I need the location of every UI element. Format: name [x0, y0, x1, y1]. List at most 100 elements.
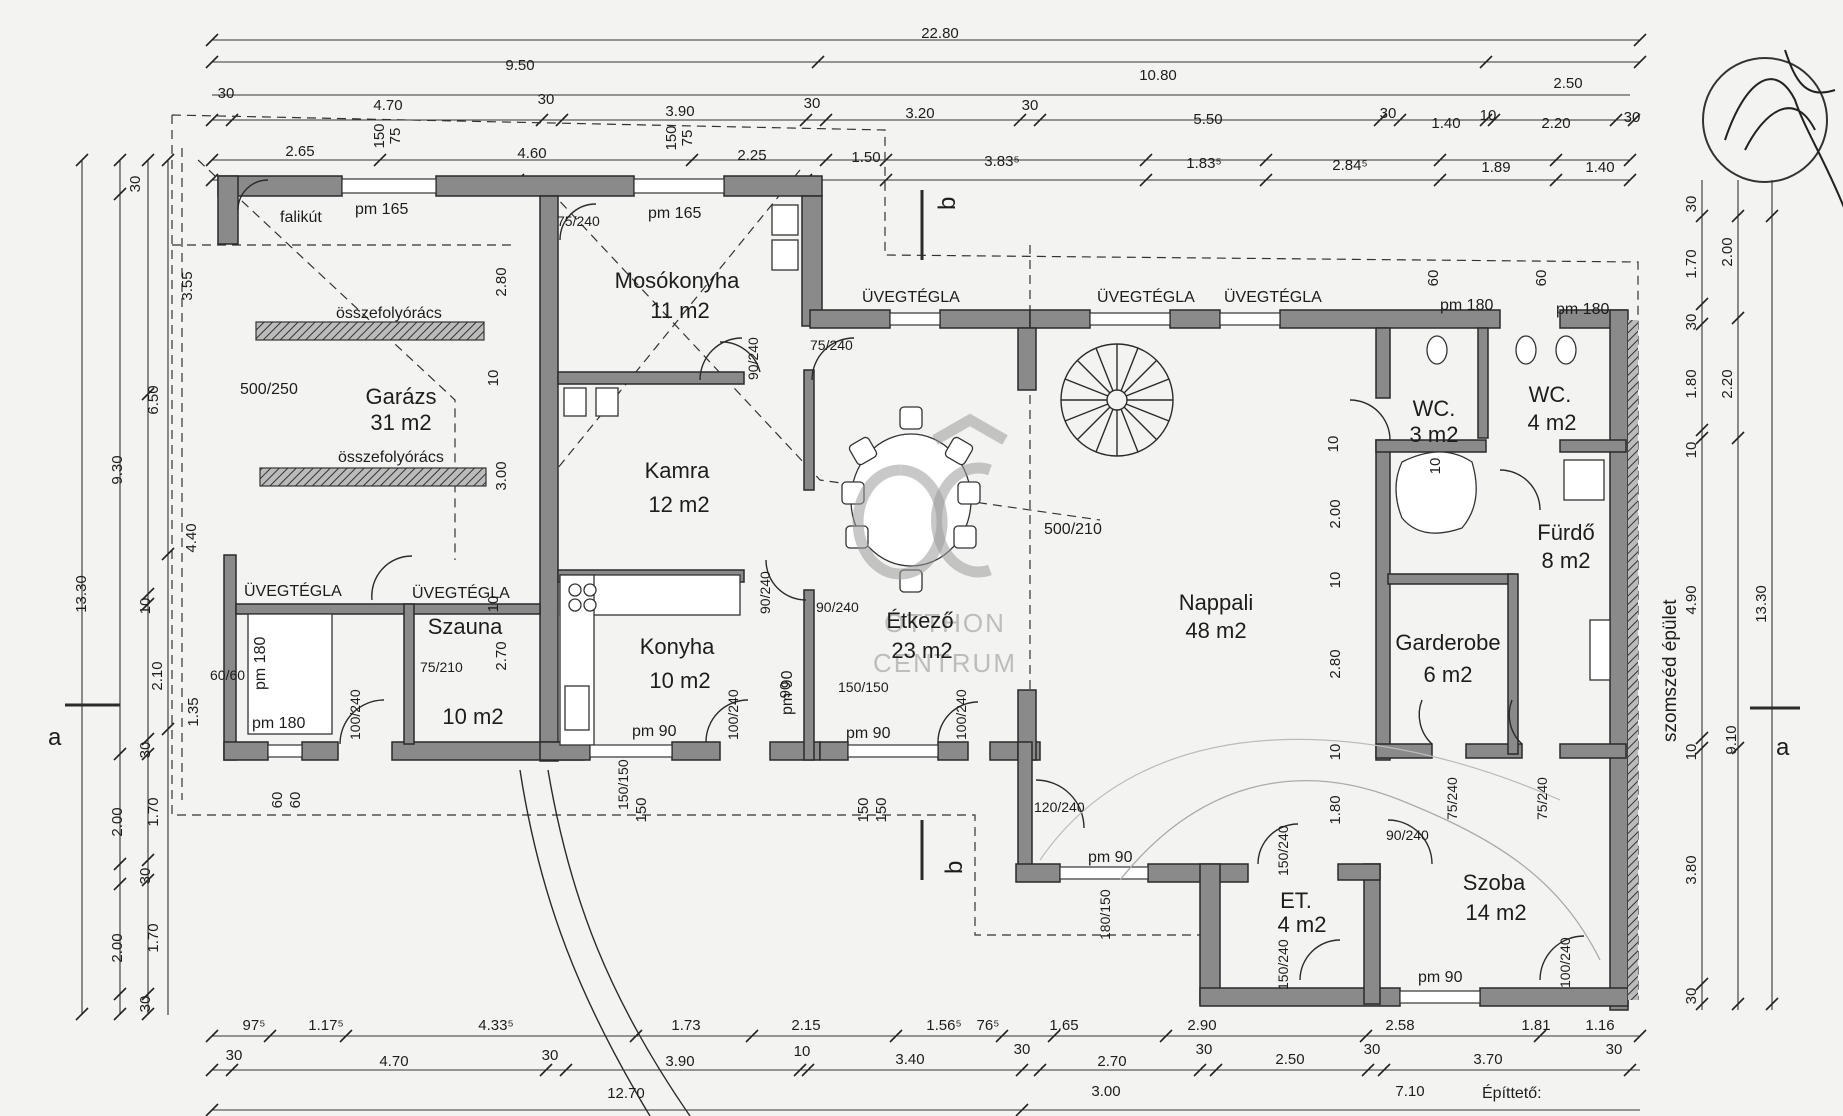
wash-basin-label: falikút — [280, 209, 322, 226]
svg-text:30: 30 — [137, 742, 154, 759]
svg-text:2.90: 2.90 — [1187, 1017, 1216, 1034]
svg-text:10: 10 — [1683, 442, 1700, 459]
svg-text:30: 30 — [538, 91, 555, 108]
svg-text:10: 10 — [1325, 436, 1342, 453]
pencil-scribble — [1119, 780, 1601, 961]
svg-text:150: 150 — [663, 125, 680, 150]
svg-text:150: 150 — [855, 797, 872, 822]
room-name-wc2: WC. — [1529, 382, 1572, 407]
svg-text:30: 30 — [1014, 1041, 1031, 1058]
svg-text:30: 30 — [226, 1047, 243, 1064]
svg-text:pm 90: pm 90 — [1418, 969, 1463, 986]
svg-text:1.65: 1.65 — [1049, 1017, 1078, 1034]
svg-text:1.40: 1.40 — [1585, 159, 1614, 176]
svg-text:pm 90: pm 90 — [779, 670, 796, 715]
svg-text:75: 75 — [679, 130, 696, 147]
svg-text:pm 180: pm 180 — [252, 715, 305, 732]
room-name-wc1: WC. — [1413, 396, 1456, 421]
room-name-laundry: Mosókonyha — [615, 268, 741, 293]
inner-dimensions: 2.80 3.00 2.70 150 75 150 75 10 10 10 2.… — [371, 123, 1550, 824]
svg-text:30: 30 — [804, 95, 821, 112]
svg-text:10: 10 — [1683, 744, 1700, 761]
svg-text:CENTRUM: CENTRUM — [873, 648, 1017, 678]
room-area-wc2: 4 m2 — [1528, 410, 1577, 435]
svg-text:1.70: 1.70 — [145, 923, 162, 952]
section-b-bottom: b — [941, 861, 968, 874]
svg-text:4.90: 4.90 — [1683, 585, 1700, 614]
room-area-storage: 4 m2 — [1278, 912, 1327, 937]
room-name-garage: Garázs — [366, 384, 437, 409]
svg-text:30: 30 — [1683, 314, 1700, 331]
neighbor-wall — [1628, 320, 1638, 1000]
svg-text:30: 30 — [1683, 988, 1700, 1005]
svg-text:ÜVEGTÉGLA: ÜVEGTÉGLA — [1097, 287, 1195, 306]
svg-text:90/240: 90/240 — [745, 337, 761, 380]
room-name-kitchen: Konyha — [640, 634, 715, 659]
opening-labels: pm 165 pm 165 75/240 75/240 90/240 90/24… — [210, 201, 1609, 990]
svg-text:30: 30 — [1624, 109, 1641, 126]
svg-text:ÜVEGTÉGLA: ÜVEGTÉGLA — [1224, 287, 1322, 306]
svg-text:100/240: 100/240 — [347, 689, 363, 740]
walls — [217, 175, 1629, 1011]
svg-text:90/240: 90/240 — [816, 599, 859, 615]
svg-text:90/240: 90/240 — [757, 571, 773, 614]
svg-text:75/240: 75/240 — [557, 213, 600, 229]
svg-text:60/60: 60/60 — [210, 667, 245, 683]
svg-text:76⁵: 76⁵ — [977, 1017, 1000, 1034]
bathroom-fixtures — [247, 204, 1611, 735]
svg-text:pm 165: pm 165 — [648, 205, 701, 222]
svg-text:2.58: 2.58 — [1385, 1017, 1414, 1034]
svg-text:75: 75 — [387, 128, 404, 145]
room-name-living: Nappali — [1179, 590, 1254, 615]
svg-text:150/150: 150/150 — [838, 679, 889, 695]
svg-text:9.10: 9.10 — [1723, 725, 1740, 754]
svg-text:1.89: 1.89 — [1481, 159, 1510, 176]
svg-text:2.65: 2.65 — [285, 143, 314, 160]
svg-text:13.30: 13.30 — [1753, 585, 1770, 623]
svg-text:OTTHON: OTTHON — [884, 608, 1006, 638]
svg-text:500/210: 500/210 — [1044, 521, 1102, 538]
room-area-bathroom: 8 m2 — [1542, 548, 1591, 573]
svg-text:6.50: 6.50 — [145, 385, 162, 414]
svg-text:500/250: 500/250 — [240, 381, 298, 398]
svg-text:180/150: 180/150 — [1097, 889, 1113, 940]
svg-text:30: 30 — [1380, 105, 1397, 122]
room-area-kitchen: 10 m2 — [649, 668, 710, 693]
svg-text:10.80: 10.80 — [1139, 67, 1177, 84]
svg-text:1.40: 1.40 — [1431, 115, 1460, 132]
svg-text:összefolyórács: összefolyórács — [338, 449, 444, 466]
svg-text:150: 150 — [633, 797, 650, 822]
room-name-bedroom: Szoba — [1463, 870, 1526, 895]
svg-text:10: 10 — [794, 1043, 811, 1060]
svg-text:4.60: 4.60 — [517, 145, 546, 162]
svg-text:150/240: 150/240 — [1275, 939, 1291, 990]
svg-text:pm 180: pm 180 — [1556, 301, 1609, 318]
svg-text:30: 30 — [1364, 1041, 1381, 1058]
svg-text:2.50: 2.50 — [1275, 1051, 1304, 1068]
svg-text:2.20: 2.20 — [1541, 115, 1570, 132]
svg-text:75/210: 75/210 — [420, 659, 463, 675]
drain-grate-label: összefolyórács — [336, 305, 442, 322]
svg-text:1.70: 1.70 — [1683, 249, 1700, 278]
svg-text:100/240: 100/240 — [725, 689, 741, 740]
svg-text:1.80: 1.80 — [1327, 795, 1344, 824]
svg-text:30: 30 — [218, 85, 235, 102]
svg-text:10: 10 — [485, 370, 502, 387]
room-area-pantry: 12 m2 — [648, 492, 709, 517]
svg-text:5.50: 5.50 — [1193, 111, 1222, 128]
svg-text:60: 60 — [1425, 270, 1442, 287]
svg-text:4.70: 4.70 — [379, 1053, 408, 1070]
svg-text:1.16: 1.16 — [1585, 1017, 1614, 1034]
svg-text:2.00: 2.00 — [109, 933, 126, 962]
section-markers — [65, 190, 1800, 880]
left-dimensions: 13.30 9.30 6.50 3.55 4.40 2.00 2.00 1.35… — [73, 153, 304, 1021]
svg-text:13.30: 13.30 — [73, 575, 90, 613]
svg-text:30: 30 — [127, 176, 144, 193]
plan-labels: ÜVEGTÉGLA ÜVEGTÉGLA ÜVEGTÉGLA ÜVEGTÉGLA … — [48, 197, 1790, 1102]
glass-brick-label: ÜVEGTÉGLA — [862, 287, 960, 306]
svg-text:pm 90: pm 90 — [846, 725, 891, 742]
room-area-bedroom: 14 m2 — [1465, 900, 1526, 925]
room-area-wc1: 3 m2 — [1410, 422, 1459, 447]
svg-text:75/240: 75/240 — [1444, 777, 1460, 820]
